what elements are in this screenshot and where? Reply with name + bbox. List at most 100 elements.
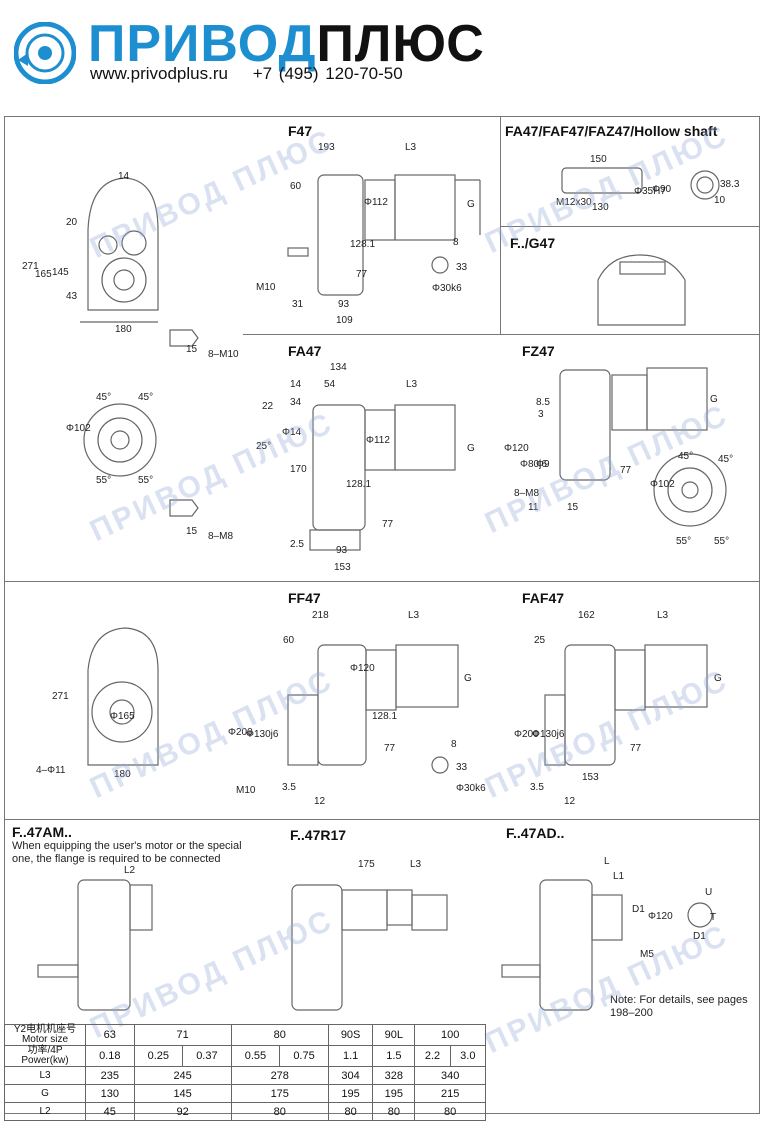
title-f47am: F..47AM.. <box>12 824 72 840</box>
dimension-label-fz47: 77 <box>620 465 632 476</box>
dimension-label-ff47: 33 <box>456 762 468 773</box>
table-row: Y2电机机座号 Motor size 63 71 80 90S 90L 100 <box>4 1024 486 1046</box>
dimension-label-fz47: 45° <box>678 451 694 462</box>
table-cell: 195 <box>372 1084 416 1103</box>
dimension-label-faf47: 12 <box>564 796 576 807</box>
table-cell: 340 <box>414 1066 486 1085</box>
dimension-label-fz47: 8–M8 <box>514 488 540 499</box>
dimension-label-f47: 31 <box>292 299 304 310</box>
dimension-label-ff47: L3 <box>408 610 420 621</box>
dimension-label-fz47: 3 <box>538 409 544 420</box>
table-cell: 0.75 <box>279 1045 329 1067</box>
dimension-label-ff47: Φ120 <box>350 663 375 674</box>
dimension-label-ff47_front: 271 <box>52 691 69 702</box>
divider-row1 <box>4 581 760 582</box>
brand-part1: ПРИВОД <box>88 15 317 73</box>
website-link[interactable]: www.privodplus.ru <box>90 64 228 83</box>
dimension-label-fa47: 93 <box>336 545 348 556</box>
dimension-label-f47: G <box>467 199 475 210</box>
title-faf47: FAF47 <box>522 590 565 606</box>
table-cell: 215 <box>414 1084 486 1103</box>
table-cell: 100 <box>414 1024 486 1046</box>
dimension-label-flange: Φ102 <box>66 423 91 434</box>
dimension-label-faf47: 162 <box>578 610 595 621</box>
dimension-label-fa47: L3 <box>406 379 418 390</box>
divider-right-top <box>500 116 501 334</box>
dimension-label-faf47: 153 <box>582 772 599 783</box>
dimension-label-faf47: Φ200 <box>514 729 539 740</box>
dimension-label-faf47: Φ130j6 <box>532 729 565 740</box>
dimension-label-fz47: Φ102 <box>650 479 675 490</box>
dimension-label-fz47: 15 <box>567 502 579 513</box>
title-f47ad: F..47AD.. <box>506 825 565 841</box>
dimension-label-fz47: 45° <box>718 454 734 465</box>
page-header: ПРИВОДПЛЮС www.privodplus.ru +7 (495) 12… <box>0 0 765 115</box>
table-cell: 235 <box>85 1066 135 1085</box>
dimension-label-ff47: Φ200 <box>228 727 253 738</box>
dimension-label-fz47: G <box>710 394 718 405</box>
title-f47: F47 <box>288 123 313 139</box>
dimension-label-hollow: Φ90 <box>652 184 672 195</box>
table-cell: 195 <box>327 1084 374 1103</box>
table-row: 功率/4P Power(kw) 0.18 0.25 0.37 0.55 0.75… <box>4 1045 487 1067</box>
dimension-label-f47am: L2 <box>124 865 136 876</box>
front-view-housing <box>87 177 159 311</box>
dimension-label-fz47: 8.5 <box>536 397 550 408</box>
dimension-label-flange: 55° <box>96 475 112 486</box>
table-row: G 130 145 175 195 195 215 <box>4 1084 486 1103</box>
dimension-label-fa47: 14 <box>290 379 302 390</box>
dimension-label-f47ad: M5 <box>640 949 654 960</box>
table-cell: 90S <box>327 1024 374 1046</box>
table-cell: 1.5 <box>372 1045 416 1067</box>
dimension-label-flange: 45° <box>96 392 112 403</box>
table-cell: 278 <box>230 1066 329 1085</box>
divider-hollow <box>500 226 760 227</box>
dimension-label-faf47: 77 <box>630 743 642 754</box>
dimension-label-fz47: Φ80j6 <box>520 459 547 470</box>
dimension-label-ff47: Φ30k6 <box>456 783 486 794</box>
dimension-label-fa47: 2.5 <box>290 539 304 550</box>
table-cell: 90L <box>372 1024 416 1046</box>
dimension-label-fa47: 22 <box>262 401 274 412</box>
table-cell: 0.18 <box>85 1045 135 1067</box>
table-row: L3 235 245 278 304 328 340 <box>4 1066 486 1085</box>
phone-number[interactable]: +7 (495) 120-70-50 <box>252 64 403 83</box>
title-fg47: F../G47 <box>510 235 556 251</box>
dimension-label-f47: 128.1 <box>350 239 376 250</box>
title-fz47: FZ47 <box>522 343 555 359</box>
dimension-label-f47: 193 <box>318 142 335 153</box>
dimension-label-fz47: 55° <box>714 536 730 547</box>
dimension-label-f47: 93 <box>338 299 350 310</box>
dimension-label-f47r17: L3 <box>410 859 422 870</box>
dimension-label-front: 15 <box>186 344 198 355</box>
dimension-label-ff47: 60 <box>283 635 295 646</box>
dimension-label-f47ad: L <box>604 856 610 867</box>
table-cell: 2.2 <box>414 1045 451 1067</box>
brand-name: ПРИВОДПЛЮС <box>88 18 485 70</box>
dimension-label-fz47: Φ120 <box>504 443 529 454</box>
row-label: 功率/4P Power(kw) <box>4 1045 86 1067</box>
table-cell: 245 <box>133 1066 232 1085</box>
table-cell: 80 <box>230 1024 329 1046</box>
dimension-label-ff47_front: Φ165 <box>110 711 135 722</box>
dimension-label-front: 180 <box>115 324 132 335</box>
dimension-label-faf47: G <box>714 673 722 684</box>
dimension-label-f47: 8 <box>453 237 459 248</box>
table-cell: 3.0 <box>449 1045 487 1067</box>
contacts: www.privodplus.ru +7 (495) 120-70-50 <box>90 64 421 84</box>
dimension-label-ff47_front: 4–Φ11 <box>36 765 66 776</box>
table-cell: 328 <box>372 1066 416 1085</box>
dimension-label-f47ad: D1 <box>632 904 645 915</box>
dimension-label-front: 8–M10 <box>208 349 239 360</box>
dimension-label-faf47: 25 <box>534 635 546 646</box>
dimension-label-ff47: 77 <box>384 743 396 754</box>
table-cell: 80 <box>230 1102 329 1121</box>
dimension-label-ff47: 12 <box>314 796 326 807</box>
dimension-label-hollow: 10 <box>714 195 726 206</box>
note-f47ad: Note: For details, see pages 198–200 <box>610 994 748 1019</box>
table-cell: 0.25 <box>133 1045 184 1067</box>
dimension-label-f47ad: U <box>705 887 713 898</box>
dimension-label-ff47: G <box>464 673 472 684</box>
dimension-label-fa47: 134 <box>330 362 347 373</box>
